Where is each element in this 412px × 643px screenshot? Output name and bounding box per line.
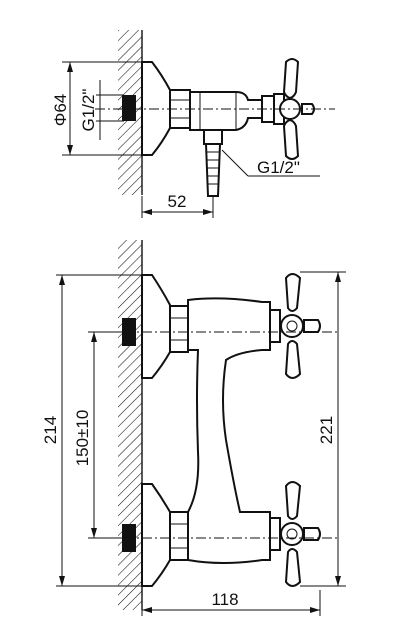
- width-label: 118: [211, 590, 238, 609]
- escutcheon-lower: [141, 483, 171, 587]
- outlet-thread-label: G1/2": [257, 158, 300, 177]
- cross-handle-top: [282, 58, 300, 100]
- cross-handle-upper: [284, 273, 302, 312]
- valve-body-front: [187, 297, 271, 564]
- handle-height-label: 221: [317, 416, 336, 444]
- shower-outlet-top: [204, 143, 222, 197]
- cross-handle-lower: [284, 481, 302, 520]
- escutcheon-upper: [141, 274, 171, 379]
- inlet-spacing-label: 150±10: [73, 410, 92, 467]
- inlet-pipe-top: [122, 95, 136, 121]
- front-view: 214 150±10 221 118: [41, 240, 346, 616]
- total-height-label: 214: [41, 416, 60, 444]
- inlet-thread-label: G1/2": [79, 89, 98, 132]
- diameter-label: Φ64: [51, 94, 70, 126]
- valve-body-top: [189, 91, 263, 131]
- depth-label: 52: [168, 192, 187, 211]
- top-view: Φ64 G1/2" G1/2" 52: [51, 30, 335, 218]
- wall-hatch-front: [118, 240, 142, 610]
